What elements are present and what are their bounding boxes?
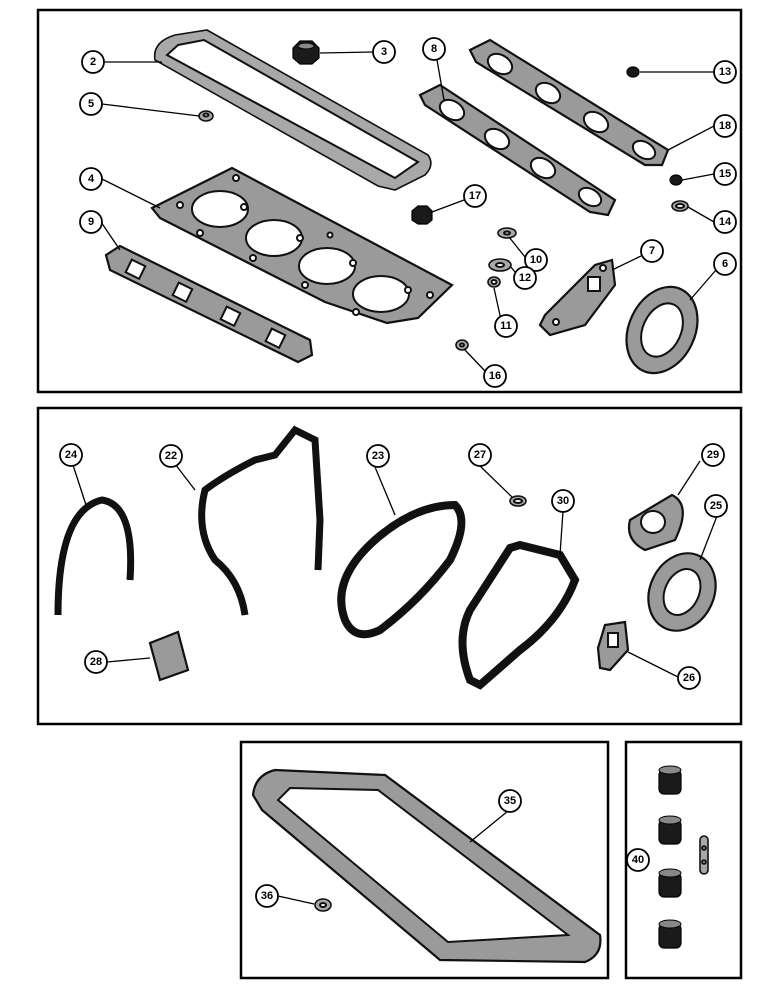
callout-14: 14 [713,210,737,234]
callout-28: 28 [84,650,108,674]
callout-26: 26 [677,666,701,690]
callout-11: 11 [494,314,518,338]
small-gasket-26 [596,620,630,672]
svg-text:12: 12 [519,272,531,284]
oil-pan-gasket [251,768,602,964]
svg-text:36: 36 [261,890,273,902]
svg-text:8: 8 [431,43,437,55]
svg-text:6: 6 [722,258,728,270]
svg-text:25: 25 [710,500,722,512]
svg-text:2: 2 [90,56,96,68]
svg-text:26: 26 [683,672,695,684]
svg-text:17: 17 [469,190,481,202]
callout-6: 6 [713,252,737,276]
svg-text:35: 35 [504,795,516,807]
timing-cover-gasket [198,425,324,616]
round-gasket-6 [625,285,699,375]
svg-text:14: 14 [719,216,732,228]
callout-23: 23 [366,444,390,468]
callout-9: 9 [79,210,103,234]
callout-15: 15 [713,162,737,186]
callout-4: 4 [79,167,103,191]
o-ring-27 [509,495,527,507]
callout-36: 36 [255,884,279,908]
small-nut-15 [669,174,683,186]
round-gasket-25 [647,552,717,632]
panel-upper-gasket-set [36,8,743,394]
callout-7: 7 [640,239,664,263]
square-gasket-28 [148,630,190,682]
svg-text:16: 16 [489,370,501,382]
side-cover-gasket [337,500,466,639]
callout-8: 8 [422,37,446,61]
callout-25: 25 [704,494,728,518]
svg-text:22: 22 [165,450,177,462]
svg-text:5: 5 [88,98,94,110]
washer-11 [487,276,501,288]
callout-5: 5 [79,92,103,116]
svg-text:24: 24 [65,449,78,461]
callout-10: 10 [524,248,548,272]
washer-10 [497,227,517,239]
callout-24: 24 [59,443,83,467]
drain-plug-washer [314,898,332,912]
small-nut-13 [626,66,640,78]
intake-gasket [104,244,314,364]
callout-2: 2 [81,50,105,74]
svg-text:28: 28 [90,656,102,668]
timing-cover-seal-gasket [54,496,135,616]
thermostat-gasket [538,258,617,337]
callout-18: 18 [713,114,737,138]
svg-text:3: 3 [381,46,387,58]
svg-text:29: 29 [707,449,719,461]
callout-30: 30 [551,489,575,513]
svg-text:10: 10 [530,254,542,266]
small-washer-5 [198,110,214,122]
o-ring-14 [671,200,689,212]
panel-cover-gaskets [36,406,743,726]
valve-stem-seals [658,765,682,949]
rocker-cover-gasket [153,29,432,191]
callout-35: 35 [498,789,522,813]
cylinder-head-gasket [150,166,454,325]
callout-27: 27 [468,443,492,467]
manifold-gasket-front [418,83,617,217]
callout-16: 16 [483,364,507,388]
svg-text:23: 23 [372,450,384,462]
callout-12: 12 [513,266,537,290]
washer-12 [488,258,512,272]
svg-text:18: 18 [719,120,731,132]
leader-lines [72,51,718,905]
callout-17: 17 [463,184,487,208]
manifold-gasket-rear [468,38,670,167]
retainer-clip [699,835,709,875]
callout-22: 22 [159,444,183,468]
callout-29: 29 [701,443,725,467]
nut-17 [411,205,433,225]
small-washer-16 [455,339,469,351]
svg-text:11: 11 [500,320,512,332]
svg-text:9: 9 [88,216,94,228]
svg-text:7: 7 [649,245,655,257]
callout-40: 40 [626,848,650,872]
svg-text:4: 4 [88,173,95,185]
svg-text:13: 13 [719,66,731,78]
svg-text:27: 27 [474,449,486,461]
svg-text:40: 40 [632,854,644,866]
water-pump-gasket [458,540,580,690]
rocker-nut [292,40,320,65]
svg-text:15: 15 [719,168,731,180]
callout-13: 13 [713,60,737,84]
svg-text:30: 30 [557,495,569,507]
callout-3: 3 [372,40,396,64]
round-gasket-29 [627,493,684,552]
